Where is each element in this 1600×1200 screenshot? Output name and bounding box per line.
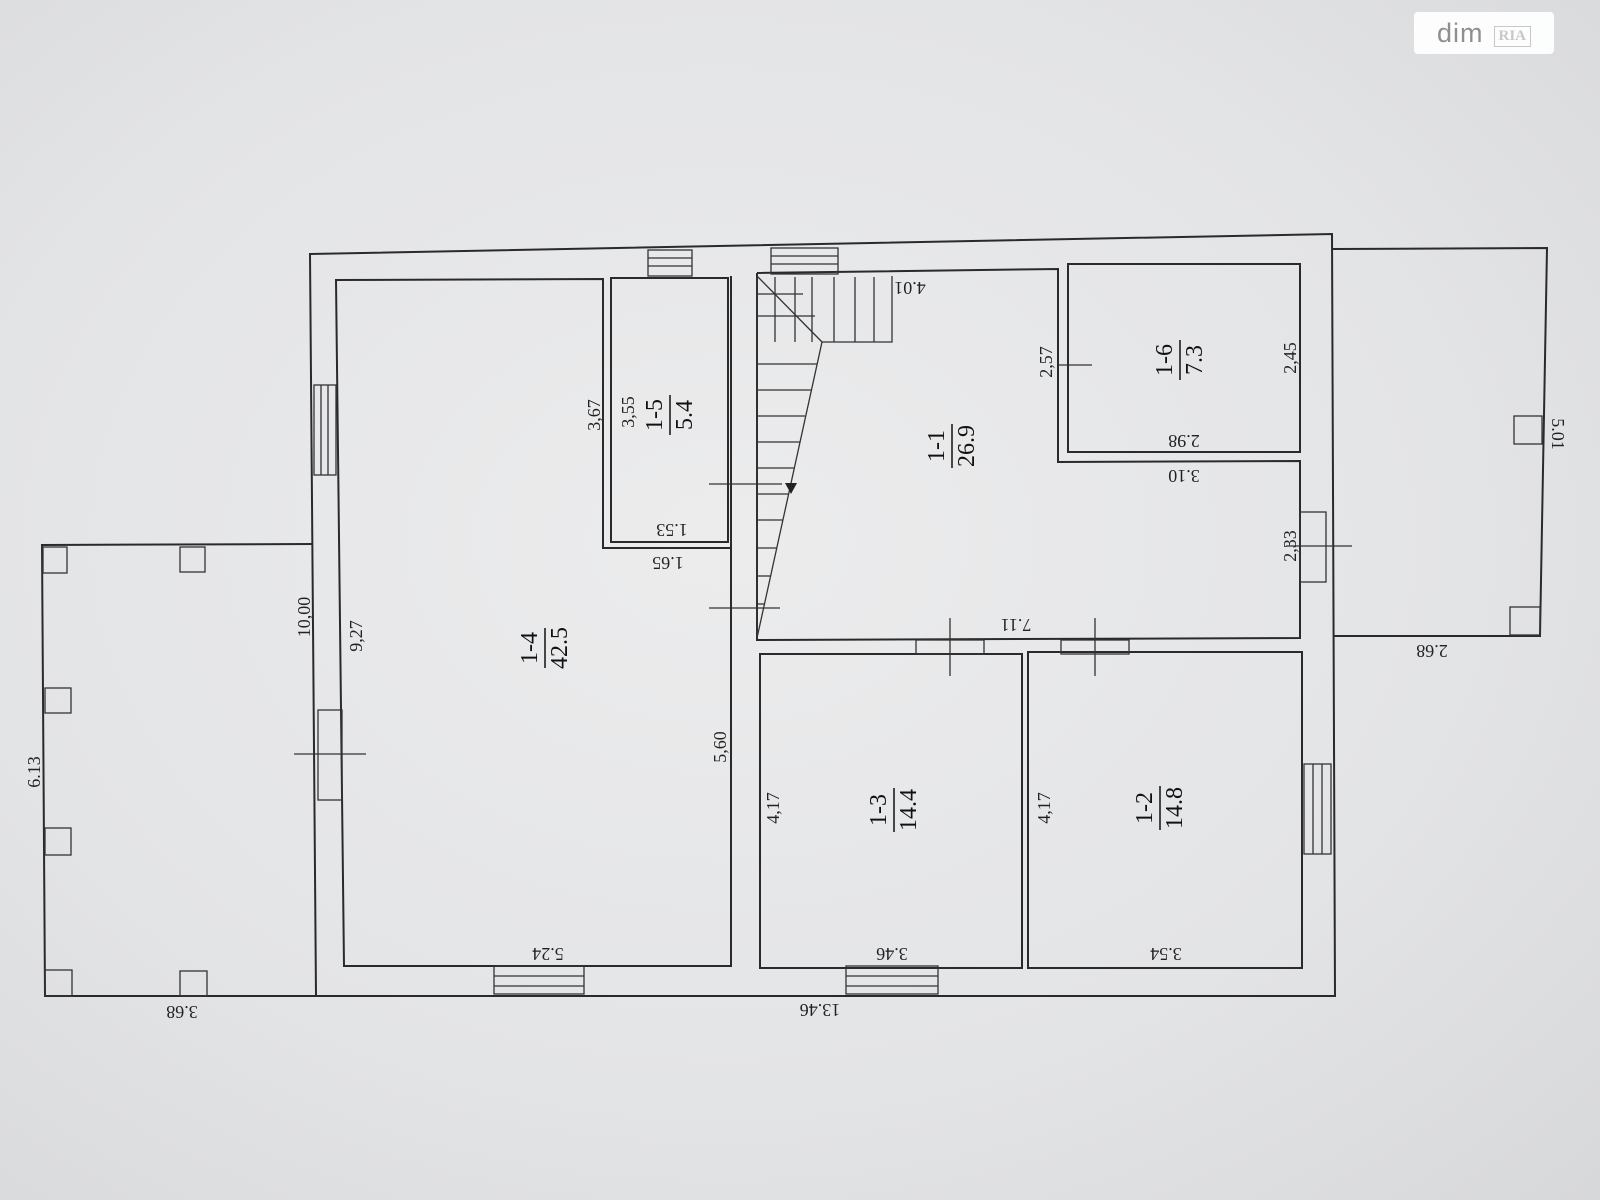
terrace-post — [44, 969, 73, 997]
room-label-1-1: 1-1 26.9 — [924, 424, 980, 468]
dimension-label: 5.24 — [532, 944, 564, 964]
room-area: 14.4 — [896, 789, 922, 831]
dimension-label: 7.11 — [1001, 615, 1032, 635]
door — [1299, 511, 1327, 583]
dimension-label: 1.65 — [652, 553, 684, 573]
doors — [294, 364, 1352, 801]
dimension-label: 2,33 — [1280, 530, 1300, 562]
left-terrace — [40, 543, 316, 997]
dimension-label: 10,00 — [294, 597, 314, 638]
dimension-label: 4,17 — [763, 792, 783, 824]
window — [770, 247, 839, 275]
room-label-1-2: 1-2 14.8 — [1132, 786, 1188, 830]
interior-walls — [610, 263, 1303, 969]
room-label-1-6: 1-6 7.3 — [1152, 340, 1208, 380]
terrace-post — [179, 970, 208, 997]
dimension-label: 6.13 — [24, 756, 44, 788]
room-area: 14.8 — [1162, 787, 1188, 829]
room-label-1-3: 1-3 14.4 — [866, 788, 922, 832]
dimension-label: 3.10 — [1168, 466, 1200, 486]
right-terrace — [1331, 246, 1549, 637]
window — [313, 384, 337, 476]
stair-direction-arrow — [785, 483, 797, 494]
room-label-1-4: 1-4 42.5 — [517, 627, 573, 669]
dimension-label: 2,57 — [1036, 346, 1056, 378]
terrace-post — [1513, 415, 1543, 445]
terrace-post — [44, 827, 72, 856]
dimension-label: 5.01 — [1548, 418, 1568, 450]
terrace-post — [42, 546, 68, 574]
dimension-label: 4.01 — [894, 278, 926, 298]
dimension-label: 5,60 — [710, 731, 730, 763]
room-number: 1-1 — [924, 430, 950, 462]
room-1-3-outline — [759, 653, 1023, 969]
room-number: 1-3 — [866, 794, 892, 826]
room-area: 42.5 — [547, 627, 573, 669]
window — [845, 965, 939, 995]
room-area: 26.9 — [954, 425, 980, 467]
dimension-label: 3.54 — [1150, 944, 1182, 964]
room-number: 1-6 — [1152, 344, 1178, 376]
terrace-post — [44, 687, 72, 714]
dimension-label: 4,17 — [1034, 792, 1054, 824]
terrace-post — [1509, 606, 1541, 636]
door — [317, 709, 343, 801]
dimension-label: 1.53 — [656, 520, 688, 540]
room-area: 5.4 — [672, 400, 698, 430]
room-number: 1-4 — [517, 632, 543, 664]
staircase — [756, 275, 893, 639]
dimension-label: 3.68 — [166, 1002, 198, 1022]
room-1-2-outline — [1027, 651, 1303, 969]
dimria-watermark: dim RIA — [1414, 12, 1554, 54]
dimension-label: 3,67 — [584, 399, 604, 431]
room-1-5-outline — [610, 277, 729, 543]
window — [1303, 763, 1332, 855]
dimension-label: 9,27 — [346, 620, 366, 652]
dimension-label: 2,45 — [1280, 342, 1300, 374]
dimension-label: 13.46 — [800, 1000, 841, 1020]
window — [493, 965, 585, 995]
watermark-brand-sub: RIA — [1493, 25, 1532, 47]
room-number: 1-5 — [642, 399, 668, 431]
dimension-label: 3,55 — [618, 396, 638, 428]
room-number: 1-2 — [1132, 792, 1158, 824]
dimension-label: 2.98 — [1168, 431, 1200, 451]
terrace-post — [179, 546, 206, 573]
windows — [313, 247, 1332, 995]
dimension-label: 3.46 — [876, 944, 908, 964]
room-area: 7.3 — [1182, 345, 1208, 375]
watermark-brand: dim — [1436, 17, 1484, 48]
room-1-6-outline — [1067, 263, 1301, 453]
window — [647, 249, 693, 277]
room-label-1-5: 1-5 5.4 — [642, 395, 698, 435]
dimension-label: 2.68 — [1416, 641, 1448, 661]
